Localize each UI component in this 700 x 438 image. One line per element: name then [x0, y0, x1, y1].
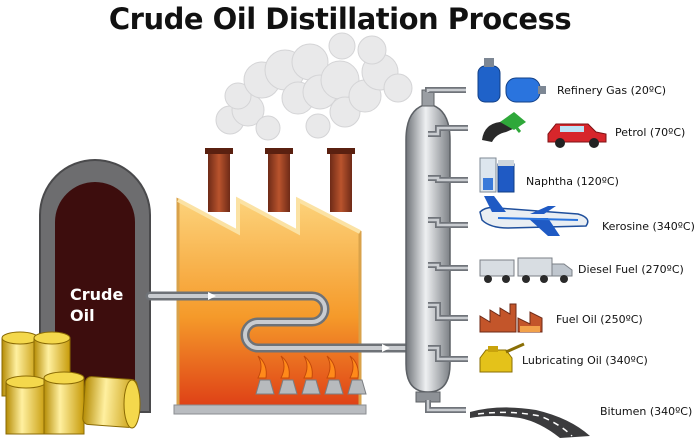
- gas-cylinder-icon: [477, 58, 546, 103]
- oil-can-icon: [479, 342, 525, 373]
- fraction-label-diesel-fuel: Diesel Fuel (270ºC): [578, 263, 684, 276]
- crude-oil-label-line2: Oil: [70, 306, 95, 325]
- diagram-title: Crude Oil Distillation Process: [108, 2, 572, 36]
- truck-icon: [479, 257, 573, 283]
- chemical-jars-icon: [479, 157, 515, 193]
- flow-arrows: [208, 292, 390, 352]
- road-icon: [470, 407, 590, 438]
- furnace-building: [173, 196, 367, 415]
- fraction-label-bitumen: Bitumen (340ºC): [600, 405, 693, 418]
- factory-icon: [479, 303, 543, 333]
- fraction-label-naphtha: Naphtha (120ºC): [526, 175, 619, 188]
- smoke-clouds: [215, 32, 413, 141]
- crude-oil-label: Crude Oil: [70, 284, 150, 326]
- airplane-icon: [479, 196, 589, 236]
- burner-flames: [255, 355, 367, 395]
- fraction-label-fuel-oil: Fuel Oil (250ºC): [556, 313, 643, 326]
- fraction-label-lubricating-oil: Lubricating Oil (340ºC): [522, 354, 648, 367]
- heating-coil-pipe: [145, 291, 415, 353]
- fraction-label-refinery-gas: Refinery Gas (20ºC): [557, 84, 667, 97]
- oil-barrels: [1, 331, 141, 435]
- fuel-nozzle-car-icon: [482, 112, 607, 148]
- crude-oil-label-line1: Crude: [70, 285, 124, 304]
- fraction-label-kerosine: Kerosine (340ºC): [602, 220, 695, 233]
- chimneys: [205, 148, 355, 212]
- fraction-label-petrol: Petrol (70ºC): [615, 126, 686, 139]
- outlet-pipes: [425, 87, 468, 413]
